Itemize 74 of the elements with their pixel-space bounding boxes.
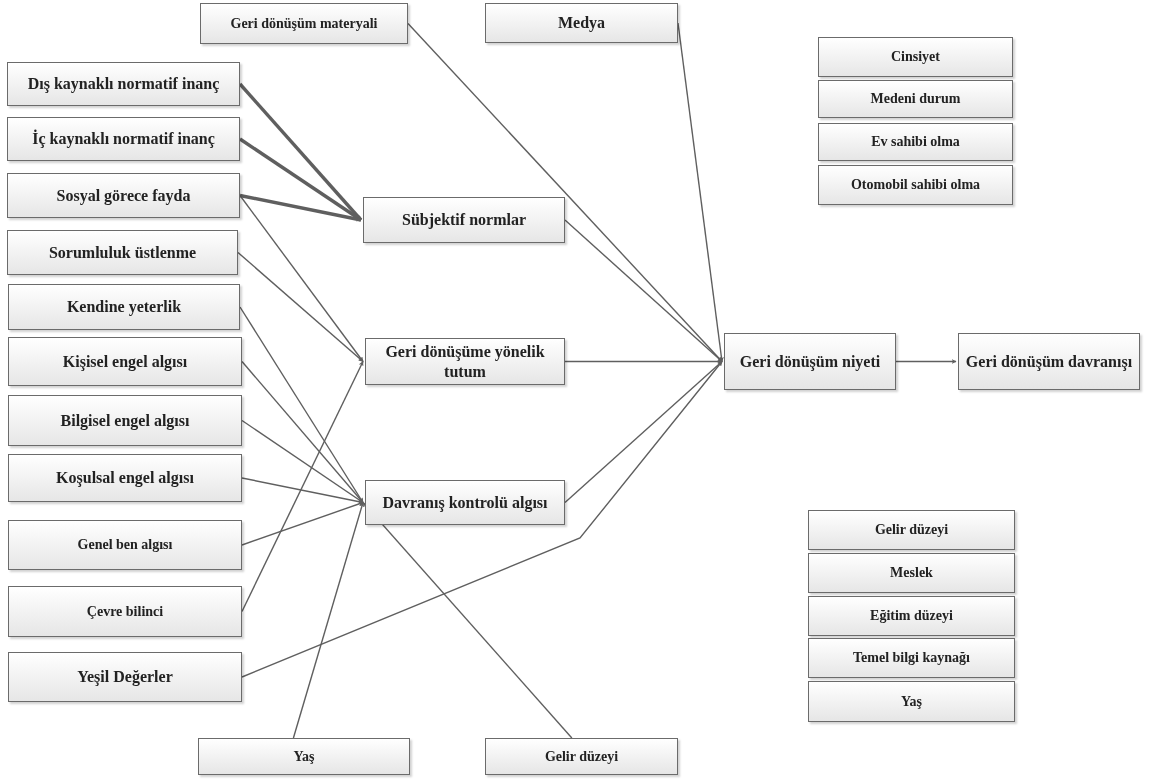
factor-label: Koşulsal engel algısı bbox=[56, 468, 194, 488]
arrow bbox=[564, 219, 723, 363]
factor-box bbox=[8, 284, 240, 330]
factor-box bbox=[8, 454, 242, 502]
factor-box bbox=[8, 652, 242, 702]
factor-label: Medeni durum bbox=[870, 90, 961, 108]
factor-box bbox=[724, 333, 896, 390]
factor-label: Sorumluluk üstlenme bbox=[48, 242, 197, 263]
factor-label: Çevre bilinci bbox=[86, 602, 164, 621]
factor-box bbox=[7, 62, 240, 106]
arrow bbox=[239, 137, 362, 222]
factor-label: Otomobil sahibi olma bbox=[850, 176, 981, 194]
factor-box bbox=[8, 520, 242, 570]
factor-box bbox=[8, 586, 242, 637]
factor-label: Ev sahibi olma bbox=[871, 133, 960, 151]
factor-label: Eğitim düzeyi bbox=[870, 607, 953, 625]
factor-label: Meslek bbox=[890, 564, 933, 582]
factor-label: Kişisel engel algısı bbox=[62, 351, 188, 372]
factor-box bbox=[365, 480, 565, 525]
factor-label: Sübjektif normlar bbox=[402, 210, 526, 230]
arrow bbox=[895, 359, 957, 364]
factor-box bbox=[818, 37, 1013, 77]
factor-box bbox=[808, 638, 1015, 678]
factor-label: Yeşil Değerler bbox=[77, 667, 173, 687]
factor-box bbox=[8, 337, 242, 386]
factor-box bbox=[7, 117, 240, 161]
arrow bbox=[241, 419, 364, 504]
factor-box bbox=[818, 123, 1013, 161]
factor-label: Temel bilgi kaynağı bbox=[853, 649, 970, 667]
factor-box bbox=[7, 230, 238, 275]
factor-label: Geri dönüşüm niyeti bbox=[739, 351, 881, 372]
factor-label: Medya bbox=[557, 13, 606, 33]
factor-label: Cinsiyet bbox=[891, 48, 940, 66]
factor-label: Gelir düzeyi bbox=[544, 747, 619, 766]
factor-box bbox=[485, 738, 678, 775]
arrow bbox=[241, 360, 364, 613]
arrow bbox=[239, 194, 364, 363]
factor-label: Bilgisel engel algısı bbox=[60, 410, 190, 431]
arrow bbox=[238, 82, 363, 222]
factor-box bbox=[818, 165, 1013, 205]
arrow bbox=[292, 501, 365, 739]
factor-box bbox=[363, 197, 565, 243]
factor-box bbox=[200, 3, 408, 44]
factor-box bbox=[8, 395, 242, 446]
factor-label: Dış kaynaklı normatif inanç bbox=[27, 74, 220, 94]
factor-box bbox=[365, 338, 565, 385]
factor-box bbox=[808, 596, 1015, 636]
factor-box bbox=[958, 333, 1140, 390]
arrow bbox=[239, 193, 362, 222]
factor-label: Geri dönüşüm davranışı bbox=[965, 351, 1133, 372]
factor-label: İç kaynaklı normatif inanç bbox=[32, 129, 215, 149]
arrow bbox=[564, 359, 723, 364]
factor-box bbox=[808, 681, 1015, 722]
factor-box bbox=[808, 510, 1015, 550]
factor-box bbox=[198, 738, 410, 775]
arrow bbox=[241, 360, 364, 504]
arrow bbox=[241, 360, 723, 678]
arrow bbox=[362, 501, 573, 739]
factor-label: Geri dönüşüme yönelik tutum bbox=[384, 341, 546, 382]
factor-box bbox=[818, 80, 1013, 118]
factor-label: Yaş bbox=[901, 692, 922, 711]
factor-label: Kendine yeterlik bbox=[66, 297, 182, 317]
factor-label: Genel ben algısı bbox=[77, 536, 173, 554]
factor-box bbox=[7, 173, 240, 218]
factor-box bbox=[808, 553, 1015, 593]
arrow bbox=[564, 360, 723, 504]
factor-label: Davranış kontrolü algısı bbox=[382, 492, 548, 513]
arrow bbox=[241, 501, 364, 546]
arrow bbox=[237, 251, 364, 363]
factor-label: Gelir düzeyi bbox=[874, 521, 949, 539]
factor-label: Sosyal görece fayda bbox=[56, 185, 191, 206]
factor-box bbox=[485, 3, 678, 43]
factor-label: Geri dönüşüm materyali bbox=[230, 14, 378, 33]
factor-label: Yaş bbox=[293, 747, 315, 766]
